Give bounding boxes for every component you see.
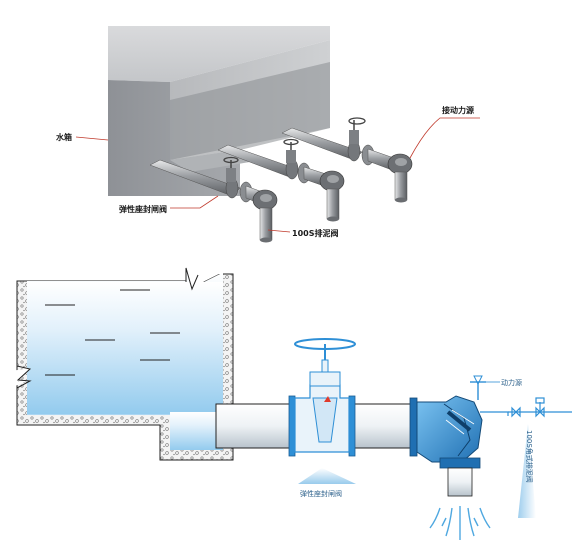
label-power-source-bottom: 动力源 xyxy=(501,378,522,387)
pipe-line-1 xyxy=(149,156,278,243)
needle-valve-icon xyxy=(511,406,521,418)
tank-top-face xyxy=(108,26,330,82)
tank-cross-section xyxy=(5,262,234,461)
pipe-line-3 xyxy=(281,117,413,203)
label-resilient-valve-bottom: 弹性座封闸阀 xyxy=(300,489,342,498)
pipe-line-2 xyxy=(217,138,345,222)
ball-valve-icon xyxy=(535,397,545,418)
angle-drain-valve xyxy=(409,375,500,497)
outlet-pipe xyxy=(215,403,413,449)
label-power-source-top: 接动力源 xyxy=(442,105,474,115)
tank-water-body xyxy=(27,282,223,414)
water-spray xyxy=(429,506,491,540)
control-line xyxy=(480,397,572,418)
handwheel-icon xyxy=(294,338,356,350)
label-water-tank: 水箱 xyxy=(55,132,72,142)
tank-sump-water xyxy=(170,412,223,450)
water-level-marks xyxy=(45,289,180,376)
label-resilient-valve-top: 弹性座封闸阀 xyxy=(119,204,167,214)
gate-valve xyxy=(288,338,356,457)
leader-lines xyxy=(75,117,480,233)
drain-valve-body-2 xyxy=(319,170,345,192)
drain-valve-body-3 xyxy=(387,153,413,175)
gate-valve-splash xyxy=(298,468,356,484)
label-drain-valve-top: 100S排泥阀 xyxy=(292,228,338,238)
drain-valve-body-1 xyxy=(252,189,278,211)
drain-valve-fan xyxy=(518,424,536,518)
label-drain-valve-bottom: 100S角式排泥阀 xyxy=(525,430,534,483)
